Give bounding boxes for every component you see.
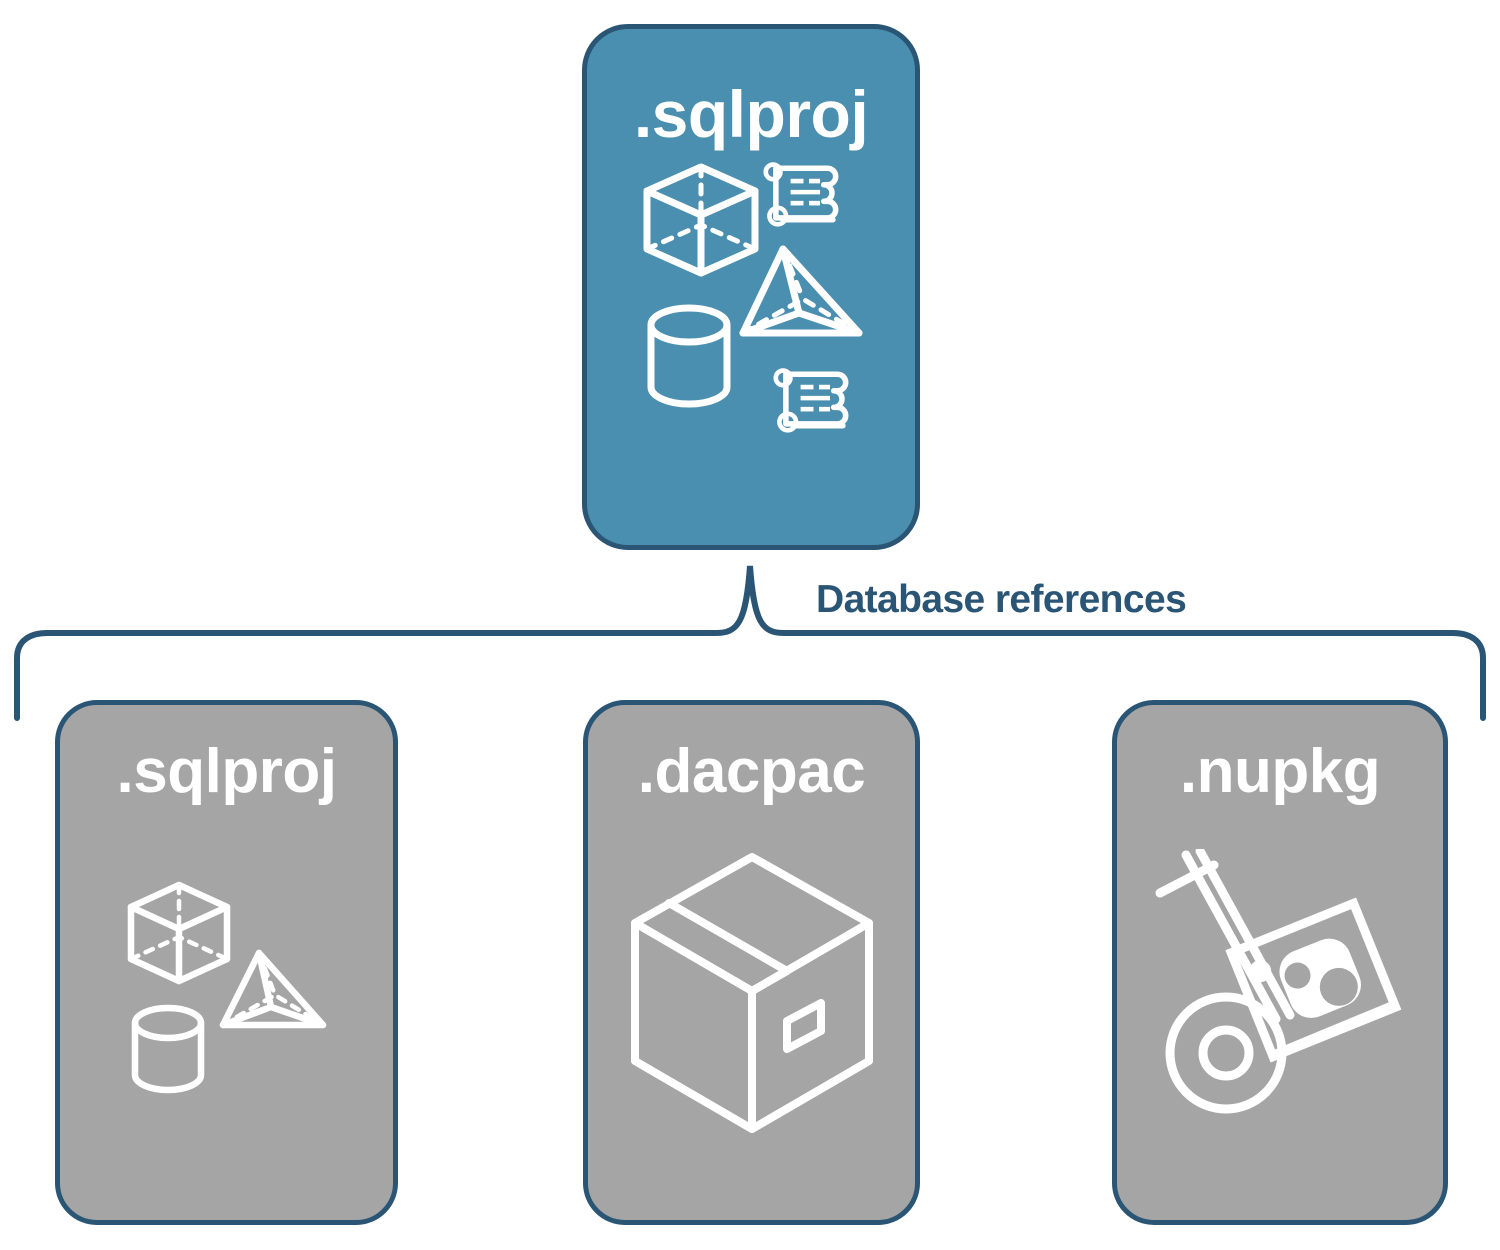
database-objects-group [127, 881, 326, 1094]
cube-icon [643, 163, 759, 277]
source-card-artwork [587, 153, 915, 545]
source-card-label: .sqlproj [633, 77, 869, 151]
reference-card-nupkg[interactable]: .nupkg [1112, 700, 1448, 1225]
cube-icon [127, 881, 230, 985]
hand-truck-icon [1155, 849, 1402, 1114]
brace-icon [14, 565, 1486, 721]
pyramid-icon [219, 949, 326, 1029]
reference-card-label: .dacpac [637, 737, 866, 806]
brace-connector [0, 548, 1500, 728]
scroll-icon [773, 368, 849, 433]
database-objects-group [643, 162, 863, 433]
source-card-sqlproj[interactable]: .sqlproj [582, 24, 920, 550]
reference-card-label: .sqlproj [116, 737, 337, 806]
scroll-icon [763, 162, 839, 227]
reference-card-dacpac[interactable]: .dacpac [583, 700, 920, 1225]
connector-label: Database references [816, 578, 1187, 621]
pyramid-icon [739, 245, 863, 337]
nuget-package-icon [1225, 897, 1402, 1063]
cylinder-icon [131, 1004, 204, 1094]
reference-card-artwork [588, 813, 915, 1220]
reference-card-artwork [1117, 813, 1443, 1220]
wheel-icon [1165, 992, 1287, 1114]
shipping-box-icon [630, 853, 873, 1133]
reference-card-label: .nupkg [1179, 737, 1381, 806]
reference-card-artwork [60, 813, 393, 1220]
cylinder-icon [647, 304, 731, 408]
reference-card-sqlproj[interactable]: .sqlproj [55, 700, 398, 1225]
